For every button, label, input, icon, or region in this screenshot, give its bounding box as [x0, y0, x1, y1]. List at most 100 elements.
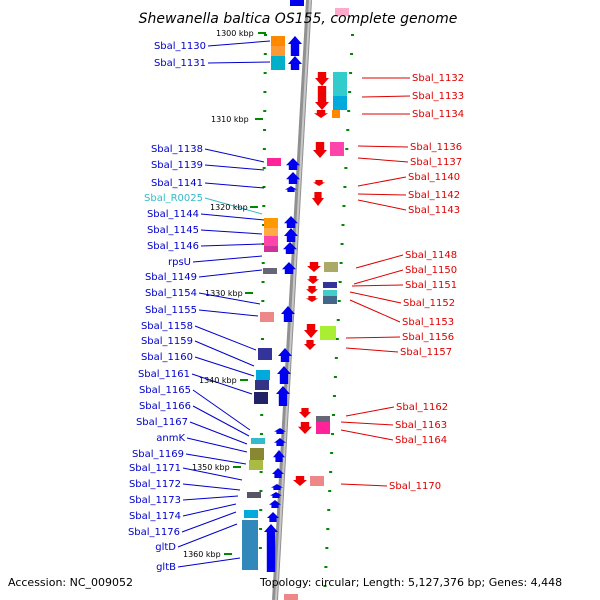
- gene-domain-block: [335, 8, 349, 16]
- gene-domain-block: [316, 422, 330, 434]
- minus-gene-label: Sbal_1159: [141, 336, 193, 347]
- plus-gene-label: Sbal_1162: [396, 402, 448, 413]
- minus-strand-gene-arrow: [284, 216, 298, 228]
- gene-domain-block: [254, 392, 268, 404]
- tick-mark: [331, 433, 335, 435]
- gene-domain-block: [323, 290, 337, 296]
- label-connector: [357, 145, 409, 148]
- plus-strand-gene-arrow: [306, 286, 318, 294]
- label-connector: [349, 291, 402, 304]
- label-connector: [189, 421, 248, 445]
- label-connector: [357, 199, 407, 211]
- minus-strand-gene-arrow: [285, 186, 297, 192]
- label-connector: [194, 356, 255, 377]
- minus-strand-gene-arrow: [288, 56, 302, 70]
- label-connector: [345, 347, 399, 353]
- backbone-layer: [272, 0, 312, 600]
- tick-mark: [263, 53, 267, 55]
- tick-mark: [262, 224, 266, 226]
- label-connector: [345, 336, 401, 339]
- minus-strand-gene-arrow: [270, 492, 282, 498]
- tick-mark: [348, 91, 352, 93]
- gene-domain-block: [333, 96, 347, 110]
- label-connector: [204, 197, 263, 215]
- label-connector: [192, 389, 251, 431]
- label-connector: [357, 157, 409, 163]
- minus-strand-gene-arrow: [290, 0, 304, 6]
- tick-mark: [258, 547, 262, 549]
- tick-mark: [340, 243, 344, 245]
- label-connector: [200, 213, 265, 221]
- label-connector-layer: [177, 40, 411, 568]
- gene-domain-block: [255, 380, 269, 390]
- label-connector: [357, 176, 407, 187]
- plus-strand-gene-arrow: [313, 142, 327, 158]
- label-connector: [185, 453, 247, 465]
- label-connector: [182, 467, 243, 481]
- label-connector: [207, 61, 271, 64]
- label-connector: [351, 284, 404, 287]
- plus-gene-label: Sbal_1148: [405, 250, 457, 261]
- label-connector: [192, 255, 263, 263]
- label-connector: [340, 421, 394, 426]
- minus-gene-label: Sbal_1146: [147, 241, 199, 252]
- label-connector: [186, 437, 248, 453]
- tick-mark: [262, 186, 266, 188]
- tick-mark: [328, 490, 332, 492]
- tick-mark: [263, 72, 267, 74]
- minus-gene-label: Sbal_1173: [129, 495, 181, 506]
- minus-strand-gene-arrow: [273, 450, 285, 462]
- label-connector: [191, 373, 253, 395]
- label-connector: [204, 182, 265, 189]
- tick-mark: [263, 110, 267, 112]
- minus-gene-label: Sbal_1131: [154, 58, 206, 69]
- gene-domain-block: [244, 510, 258, 518]
- minus-strand-gene-arrow: [284, 228, 298, 242]
- gene-domain-block: [242, 520, 258, 570]
- minus-strand-gene-arrow: [282, 262, 296, 274]
- label-connector: [340, 483, 388, 487]
- plus-gene-label: Sbal_1140: [408, 172, 460, 183]
- label-connector: [349, 299, 401, 323]
- gene-domain-block: [324, 262, 338, 272]
- tick-mark: [335, 338, 339, 340]
- plus-strand-gene-arrow: [315, 86, 329, 110]
- minus-gene-label: Sbal_1161: [138, 369, 190, 380]
- plus-gene-label: Sbal_1134: [412, 109, 464, 120]
- tick-mark: [263, 91, 267, 93]
- plus-gene-label: Sbal_1153: [402, 317, 454, 328]
- scale-mark-label: 1330 kbp: [205, 289, 243, 298]
- label-connector: [207, 40, 271, 47]
- gene-domain-block: [323, 296, 337, 304]
- plus-gene-label: Sbal_1156: [402, 332, 454, 343]
- gene-domain-block: [271, 46, 285, 56]
- tick-mark: [260, 338, 264, 340]
- plus-strand-gene-arrow: [312, 192, 324, 206]
- tick-mark: [336, 319, 340, 321]
- plus-gene-label: Sbal_1164: [395, 435, 447, 446]
- plus-gene-label: Sbal_1136: [410, 142, 462, 153]
- label-connector: [177, 523, 238, 548]
- minus-gene-label: gltD: [155, 542, 176, 553]
- gene-domain-block: [249, 460, 263, 470]
- plus-strand-gene-arrow: [313, 180, 325, 186]
- gene-domain-block: [332, 110, 340, 118]
- tick-mark: [259, 509, 263, 511]
- tick-mark: [347, 110, 351, 112]
- minus-strand-gene-arrow: [269, 500, 281, 508]
- plus-gene-label: Sbal_1143: [408, 205, 460, 216]
- tick-mark: [259, 490, 263, 492]
- gene-domain-block: [264, 246, 278, 252]
- tick-mark: [327, 509, 331, 511]
- tick-mark: [341, 224, 345, 226]
- plus-gene-label: Sbal_1133: [412, 91, 464, 102]
- minus-gene-label: Sbal_1169: [132, 449, 184, 460]
- minus-gene-label: anmK: [156, 433, 185, 444]
- minus-gene-label: Sbal_1174: [129, 511, 181, 522]
- topology-text: Topology: circular; Length: 5,127,376 bp…: [259, 576, 562, 589]
- tick-mark: [351, 34, 354, 36]
- label-connector: [355, 254, 404, 269]
- minus-gene-label: Sbal_1138: [151, 144, 203, 155]
